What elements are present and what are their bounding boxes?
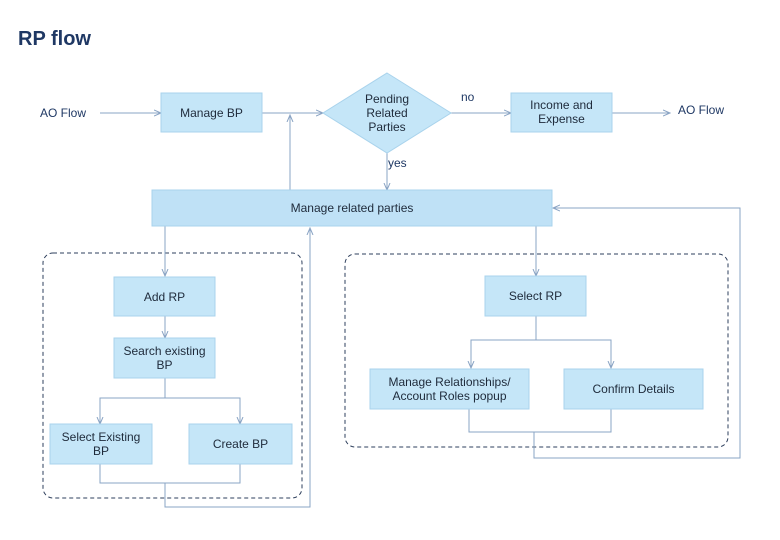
confirm-details-label: Confirm Details [592, 382, 674, 396]
manage-related-parties-label: Manage related parties [291, 201, 414, 215]
manage-bp-label: Manage BP [180, 106, 243, 120]
search-label-line2: BP [156, 358, 172, 372]
manage-related-parties-node: Manage related parties [151, 189, 553, 227]
manage-rel-label-line1: Manage Relationships/ [388, 375, 511, 389]
select-existing-bp-node: Select Existing BP [49, 423, 153, 465]
ao-flow-out-label: AO Flow [678, 103, 724, 117]
search-existing-bp-node: Search existing BP [113, 337, 216, 379]
add-rp-label: Add RP [144, 290, 185, 304]
select-existing-label-line1: Select Existing [62, 430, 141, 444]
select-rp-group [344, 253, 729, 448]
manage-rel-label-line2: Account Roles popup [392, 389, 506, 403]
manage-relationships-node: Manage Relationships/ Account Roles popu… [369, 368, 530, 410]
ao-flow-in-label: AO Flow [40, 106, 86, 120]
create-bp-label: Create BP [213, 437, 268, 451]
income-label-line1: Income and [530, 98, 593, 112]
income-label-line2: Expense [538, 112, 585, 126]
add-rp-node: Add RP [113, 276, 216, 317]
page-title: RP flow [18, 28, 91, 50]
edge-label-no: no [461, 90, 475, 104]
create-bp-node: Create BP [188, 423, 293, 465]
income-expense-node: Income and Expense [510, 92, 613, 133]
confirm-details-node: Confirm Details [563, 368, 704, 410]
select-rp-node: Select RP [484, 275, 587, 317]
pending-label-line2: Related [366, 106, 407, 120]
search-label-line1: Search existing [123, 344, 205, 358]
manage-bp-node: Manage BP [160, 92, 263, 133]
pending-related-parties-decision: Pending Related Parties [322, 72, 452, 154]
select-rp-label: Select RP [509, 289, 562, 303]
pending-label-line3: Parties [368, 120, 405, 134]
pending-label-line1: Pending [365, 92, 409, 106]
connectors [100, 113, 741, 508]
edge-label-yes: yes [388, 156, 407, 170]
add-rp-group [42, 252, 303, 499]
select-existing-label-line2: BP [93, 444, 109, 458]
